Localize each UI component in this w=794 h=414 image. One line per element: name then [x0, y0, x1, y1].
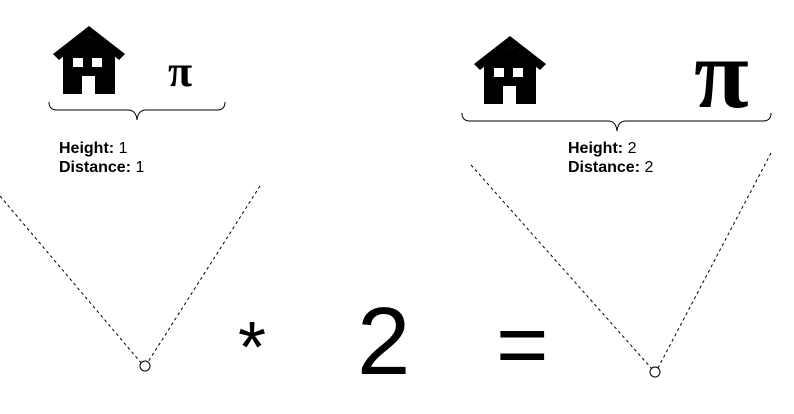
- right-distance-value: 2: [644, 159, 654, 176]
- left-height-value: 1: [118, 140, 128, 157]
- left-sight-line-b: [147, 185, 261, 363]
- left-height-label: Height:: [59, 140, 115, 157]
- right-brace: [461, 112, 772, 132]
- equals-sign: =: [496, 295, 549, 395]
- right-height-row: Height: 2: [568, 139, 653, 158]
- left-brace: [48, 101, 226, 121]
- house-icon: [474, 36, 546, 104]
- left-info: Height: 1 Distance: 1: [59, 139, 144, 177]
- house-icon: [53, 26, 125, 94]
- left-eye-point: [139, 360, 151, 372]
- right-pi-symbol: π: [694, 18, 749, 129]
- left-sight-line-a: [0, 195, 143, 365]
- left-height-row: Height: 1: [59, 139, 144, 158]
- left-distance-value: 1: [135, 159, 145, 176]
- right-distance-row: Distance: 2: [568, 158, 653, 177]
- right-sight-line-b: [657, 152, 772, 369]
- right-distance-label: Distance:: [568, 159, 641, 176]
- left-distance-label: Distance:: [59, 159, 132, 176]
- left-distance-row: Distance: 1: [59, 158, 144, 177]
- multiply-sign: *: [238, 308, 267, 388]
- right-eye-point: [649, 366, 661, 378]
- factor-number: 2: [357, 288, 411, 395]
- right-height-label: Height:: [568, 140, 624, 157]
- right-height-value: 2: [627, 140, 637, 157]
- right-info: Height: 2 Distance: 2: [568, 139, 653, 177]
- left-pi-symbol: π: [168, 47, 193, 96]
